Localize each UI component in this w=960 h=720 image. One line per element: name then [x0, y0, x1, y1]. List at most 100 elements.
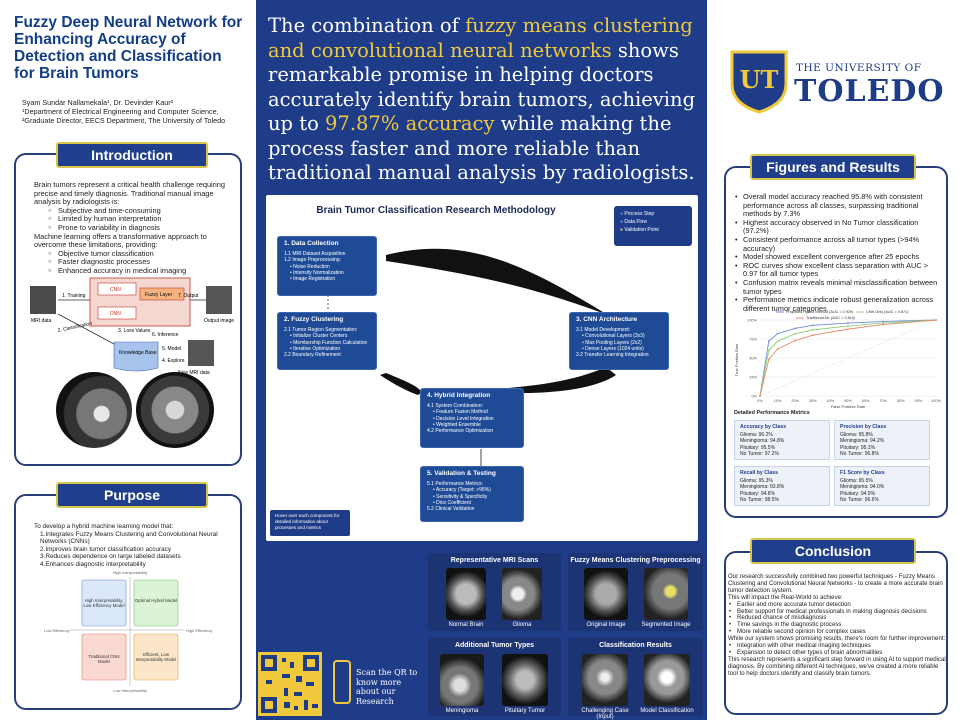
step-line: • Membership Function Calculation — [290, 339, 368, 346]
classification-results-title: Classification Results — [599, 642, 672, 649]
headline: The combination of fuzzy means clusterin… — [268, 14, 700, 186]
authors: Syam Sundar Nallamekala¹, Dr. Devinder K… — [22, 98, 173, 107]
roc-legend-label: Traditional ML (AUC = 0.815) — [806, 316, 856, 320]
metric-row: Meningioma: 94.8% — [740, 438, 785, 445]
step-cnn-architecture[interactable]: 3. CNN Architecture 3.1 Model Developmen… — [569, 312, 669, 370]
list-item: Limited by human interpretation — [48, 215, 239, 224]
affiliation: ¹Department of Electrical Engineering an… — [22, 107, 226, 125]
scan-meningioma — [440, 654, 484, 706]
roc-x-tick: 90% — [915, 399, 923, 403]
step-hybrid-integration[interactable]: 4. Hybrid Integration 4.1 System Combina… — [420, 388, 524, 448]
roc-ticks: 0%25%50%75%100%0%10%20%30%40%50%60%70%80… — [747, 319, 941, 404]
roc-chart: Proposed Hybrid Method (AUC = 0.929)CNN … — [734, 310, 941, 409]
metrics-title: Detailed Performance Metrics — [734, 410, 810, 416]
new-mri-image — [188, 340, 214, 366]
roc-point — [811, 328, 814, 331]
roc-y-tick: 25% — [749, 376, 757, 380]
metric-row: Glioma: 96.2% — [740, 431, 773, 438]
conclusion-heading: Conclusion — [750, 538, 916, 564]
scan-label: Model Classification — [640, 708, 694, 714]
fuzzy-layer-block — [139, 287, 185, 301]
step-line: • Feature Fusion Method — [433, 409, 488, 416]
scan-original — [584, 568, 628, 620]
roc-point — [847, 328, 849, 331]
roc-point — [935, 319, 937, 321]
roc-point — [794, 339, 797, 342]
conclusion-p2: This will impact the Real-World to achie… — [728, 593, 843, 601]
metric-row: Meningioma: 93.8% — [740, 484, 785, 491]
metric-row: Glioma: 95.5% — [840, 477, 873, 484]
scan-label: Glioma — [512, 622, 532, 628]
result-bullet: Consistent performance across all tumor … — [734, 235, 942, 253]
metric-row: Pituitary: 95.5% — [740, 444, 776, 451]
metric-card-title: F1 Score by Class — [840, 470, 885, 476]
tumor-types-title: Additional Tumor Types — [454, 642, 535, 649]
step-line: • Noise Reduction — [290, 263, 330, 270]
list-item: Faster diagnostic processes — [48, 258, 239, 267]
label-loss-values: 3. Loss Values — [118, 328, 151, 334]
conclusion-text: Our research successfully combined two p… — [728, 573, 946, 678]
roc-y-tick: 50% — [749, 357, 757, 361]
step-line: • Iterative Optimization — [290, 345, 341, 352]
step-line: 1.1 MRI Dataset Acquisition — [284, 251, 346, 258]
step-line: • Max Pooling Layers (2x2) — [582, 339, 642, 346]
legend-item: ● Data Flow — [620, 219, 647, 225]
roc-point — [767, 349, 770, 352]
step-line: 5.1 Performance Metrics: — [427, 481, 483, 488]
label-fuzzy-layer: Fuzzy Layer — [145, 292, 173, 298]
step-validation-testing[interactable]: 5. Validation & Testing 5.1 Performance … — [420, 466, 524, 522]
result-bullet: Overall model accuracy reached 95.8% wit… — [734, 192, 942, 219]
step-title: 3. CNN Architecture — [576, 316, 638, 323]
workflow-diagram: MRI data 1. Training CNN Fuzzy Layer DNN… — [30, 277, 234, 376]
results-heading: Figures and Results — [750, 154, 916, 180]
roc-chance-line — [759, 319, 937, 397]
step-title: 5. Validation & Testing — [427, 470, 496, 477]
result-bullet: Highest accuracy observed in No Tumor cl… — [734, 218, 942, 236]
step-line: • Intensity Normalization — [290, 269, 344, 276]
metric-row: Glioma: 95.3% — [740, 477, 773, 484]
list-item: Enhanced accuracy in medical imaging — [48, 266, 239, 276]
roc-series-line — [759, 319, 937, 397]
purpose-item: 3.Reduces dependence on large labeled da… — [40, 553, 181, 561]
scan-label: Original Image — [586, 622, 626, 628]
quad-top-label: High Interpretability — [113, 570, 147, 575]
university-name-top: THE UNIVERSITY OF — [796, 62, 922, 74]
university-name: TOLEDO — [794, 74, 945, 109]
arrow-2-4 — [380, 373, 421, 395]
purpose-item: 1.Integrates Fuzzy Means Clustering and … — [40, 530, 218, 546]
conclusion-p4: This research represents a significant s… — [728, 655, 946, 677]
scan-label: Segmented Image — [641, 622, 691, 628]
step-line: 3.2 Transfer Learning Integration — [576, 352, 649, 359]
hover-note: Hover over each component for detailed i… — [270, 510, 350, 536]
intro-mri-scan-2 — [136, 372, 214, 448]
quad-box-1 — [81, 579, 127, 627]
step-data-collection[interactable]: 1. Data Collection 1.1 MRI Dataset Acqui… — [277, 236, 377, 296]
metric-card-title: Recall by Class — [740, 470, 779, 476]
step-fuzzy-clustering[interactable]: 2. Fuzzy Clustering 2.1 Tumor Region Seg… — [277, 312, 377, 370]
roc-point — [882, 322, 885, 324]
quad-box-4-label: Efficient, Low Interpretability Model — [135, 652, 177, 662]
scan-label: Normal Brain — [448, 622, 484, 628]
quad-box-1-label: High Interpretability, Low Efficiency Mo… — [83, 598, 125, 608]
label-output-image: Output image — [204, 318, 234, 324]
label-mri-data: MRI data — [31, 318, 52, 324]
roc-grid — [760, 319, 936, 397]
metric-row: Pituitary: 94.9% — [840, 490, 876, 497]
arrow-1-3 — [386, 248, 608, 315]
step-line: 2.2 Boundary Refinement — [284, 352, 341, 359]
roc-x-tick: 0% — [757, 399, 763, 403]
purpose-panel — [14, 494, 242, 710]
metric-row: Pituitary: 94.8% — [740, 490, 776, 497]
roc-point — [811, 334, 814, 337]
quad-box-2 — [133, 579, 179, 627]
metric-row: No Tumor: 96.8% — [840, 451, 879, 458]
metric-card-title: Accuracy by Class — [740, 424, 787, 430]
qr-code-icon[interactable] — [258, 652, 322, 716]
methodology-title: Brain Tumor Classification Research Meth… — [316, 205, 556, 216]
roc-y-tick: 75% — [749, 338, 757, 342]
author-block: Syam Sundar Nallamekala¹, Dr. Devinder K… — [22, 98, 252, 125]
label-output: 7. Output — [178, 293, 199, 299]
legend-label: Validation Point — [624, 227, 659, 233]
roc-x-tick: 10% — [774, 399, 782, 403]
